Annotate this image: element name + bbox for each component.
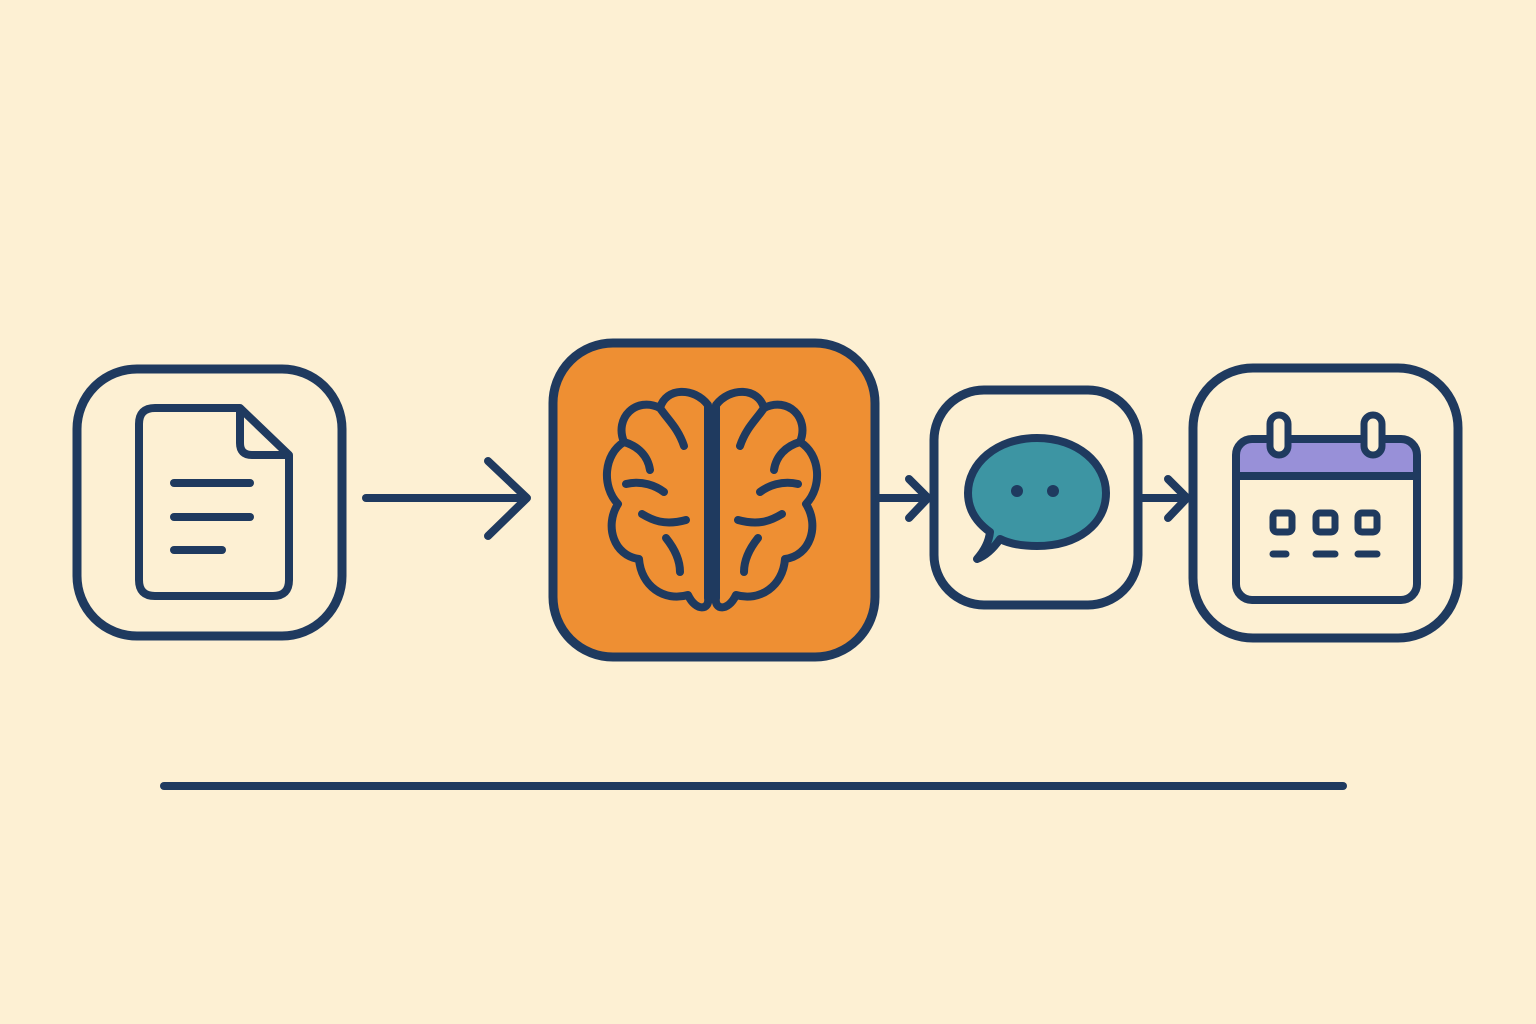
node-frame	[929, 385, 1143, 610]
arrow-chat-to-calendar	[1138, 475, 1191, 522]
node-chat	[929, 385, 1143, 610]
calendar-icon	[1232, 411, 1421, 604]
arrow-document-to-brain	[362, 457, 531, 540]
chat-bubble-icon	[964, 434, 1110, 563]
node-calendar	[1188, 363, 1463, 643]
node-brain	[548, 338, 880, 662]
document-icon	[135, 404, 293, 600]
node-frame	[72, 364, 347, 641]
node-document	[72, 364, 347, 641]
node-frame	[1188, 363, 1463, 643]
brain-icon	[602, 387, 822, 612]
arrow-brain-to-chat	[875, 475, 932, 522]
